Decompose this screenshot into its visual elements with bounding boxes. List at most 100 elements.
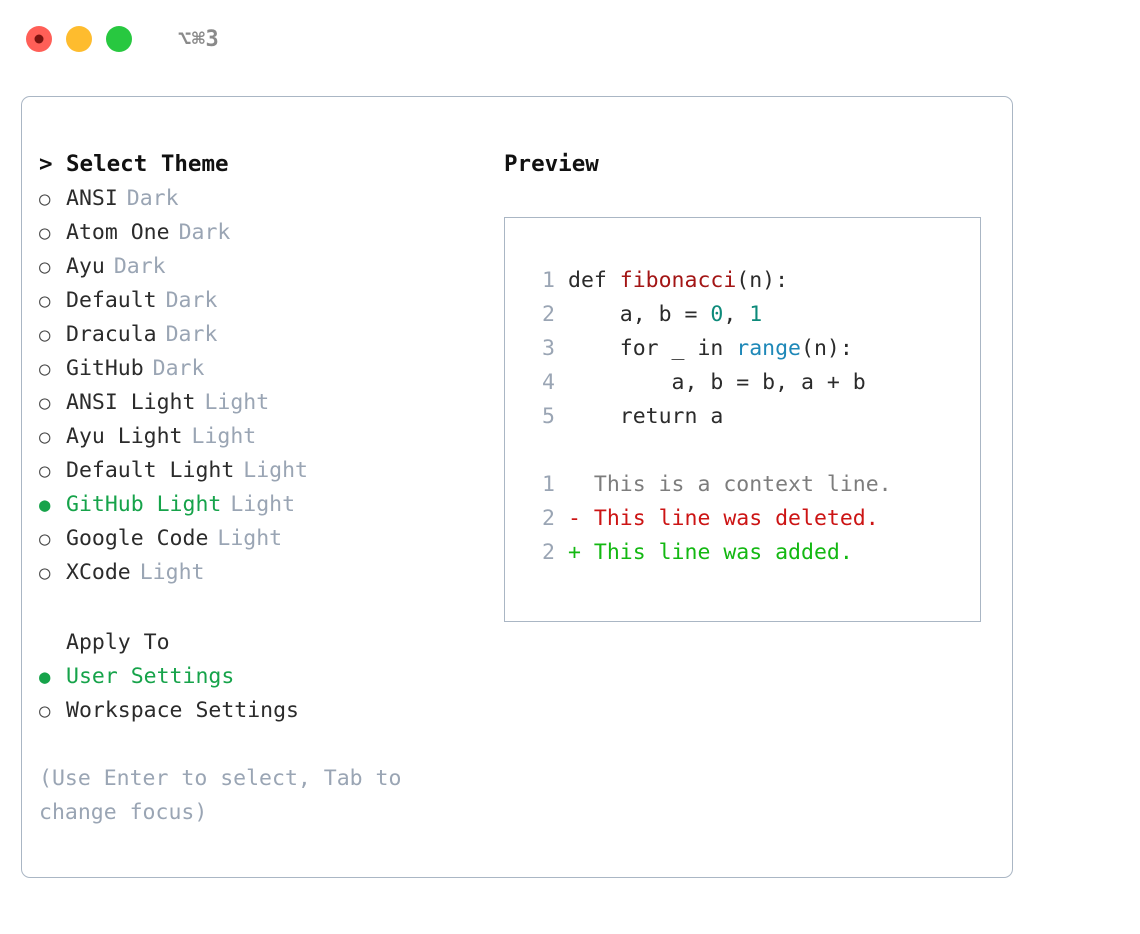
- diff-content: This line was added.: [580, 540, 853, 565]
- line-number: 4: [542, 370, 555, 395]
- code-token: def: [568, 268, 620, 293]
- apply-to-option[interactable]: ○ Workspace Settings: [39, 694, 484, 728]
- theme-list-item[interactable]: ○ XCode Light: [39, 556, 484, 590]
- code-token: 0: [710, 302, 724, 327]
- radio-unselected-icon: ○: [39, 700, 51, 722]
- maximize-button[interactable]: [106, 26, 132, 52]
- diff-content: This is a context line.: [580, 472, 892, 497]
- diff-text: + This line was added.: [568, 536, 853, 570]
- theme-list-item[interactable]: ○ ANSI Dark: [39, 182, 484, 216]
- theme-variant-badge: Dark: [113, 254, 166, 279]
- theme-name: XCode: [66, 560, 131, 585]
- code-text: for _ in range(n):: [568, 332, 853, 366]
- code-token: fibonacci: [619, 268, 737, 293]
- apply-to-options: ● User Settings ○ Workspace Settings: [39, 660, 484, 728]
- radio-unselected-icon: ○: [39, 290, 51, 312]
- diff-line-number: 2: [542, 506, 555, 531]
- prompt-caret-icon: >: [39, 151, 53, 177]
- theme-name: ANSI: [66, 186, 118, 211]
- code-token: a, b =: [568, 302, 711, 327]
- radio-unselected-icon: ○: [39, 528, 51, 550]
- theme-name: GitHub Light: [66, 492, 222, 517]
- theme-variant-badge: Dark: [126, 186, 179, 211]
- window-controls: [26, 26, 132, 52]
- theme-list-item[interactable]: ○ GitHub Dark: [39, 352, 484, 386]
- radio-unselected-icon: ○: [39, 426, 51, 448]
- apply-to-option[interactable]: ● User Settings: [39, 660, 484, 694]
- radio-unselected-icon: ○: [39, 222, 51, 244]
- select-theme-header: > Select Theme: [39, 147, 484, 181]
- keyboard-shortcut-label: ⌥⌘3: [178, 26, 220, 52]
- titlebar: ⌥⌘3: [0, 0, 1140, 78]
- diff-sample: 1 This is a context line.2- This line wa…: [527, 468, 980, 570]
- code-token: 1: [749, 302, 763, 327]
- code-token: for _ in: [568, 336, 737, 361]
- diff-line-number: 1: [542, 472, 555, 497]
- theme-list-item[interactable]: ● GitHub Light Light: [39, 488, 484, 522]
- code-token: ,: [723, 302, 750, 327]
- theme-variant-badge: Light: [191, 424, 257, 449]
- code-token: (n):: [801, 336, 853, 361]
- keyboard-hint: (Use Enter to select, Tab to change focu…: [39, 766, 402, 825]
- diff-line-number: 2: [542, 540, 555, 565]
- spacer-icon: ○: [39, 626, 66, 660]
- theme-variant-badge: Dark: [165, 288, 218, 313]
- theme-name: Ayu: [66, 254, 105, 279]
- theme-name: Dracula: [66, 322, 157, 347]
- theme-variant-badge: Light: [139, 560, 205, 585]
- theme-list-item[interactable]: ○ Default Dark: [39, 284, 484, 318]
- radio-unselected-icon: ○: [39, 562, 51, 584]
- code-line: 4 a, b = b, a + b: [527, 366, 980, 400]
- radio-selected-icon: ●: [39, 494, 51, 516]
- preview-title: Preview: [504, 151, 599, 177]
- diff-sign: -: [568, 506, 581, 531]
- diff-text: This is a context line.: [568, 468, 892, 502]
- diff-sign: [568, 472, 581, 497]
- code-token: (n):: [736, 268, 789, 293]
- theme-variant-badge: Light: [204, 390, 270, 415]
- radio-unselected-icon: ○: [39, 392, 51, 414]
- code-token: return a: [568, 404, 724, 429]
- theme-name: Default: [66, 288, 157, 313]
- apply-to-header: ○ Apply To: [39, 626, 484, 660]
- minimize-button[interactable]: [66, 26, 92, 52]
- theme-variant-badge: Light: [230, 492, 296, 517]
- line-number: 3: [542, 336, 555, 361]
- code-text: a, b = 0, 1: [568, 298, 762, 332]
- apply-to-option-label: Workspace Settings: [66, 698, 299, 723]
- theme-variant-badge: Dark: [178, 220, 231, 245]
- apply-to-option-label: User Settings: [66, 664, 235, 689]
- radio-unselected-icon: ○: [39, 460, 51, 482]
- code-line: 3 for _ in range(n):: [527, 332, 980, 366]
- theme-name: Google Code: [66, 526, 209, 551]
- code-line: 2 a, b = 0, 1: [527, 298, 980, 332]
- close-button[interactable]: [26, 26, 52, 52]
- code-token: a, b = b, a + b: [568, 370, 866, 395]
- diff-line: 2- This line was deleted.: [527, 502, 980, 536]
- select-theme-title: Select Theme: [66, 151, 229, 177]
- theme-variant-badge: Dark: [165, 322, 218, 347]
- line-number: 2: [542, 302, 555, 327]
- diff-content: This line was deleted.: [580, 506, 879, 531]
- code-line: 5 return a: [527, 400, 980, 434]
- radio-selected-icon: ●: [39, 666, 51, 688]
- theme-variant-badge: Dark: [152, 356, 205, 381]
- diff-text: - This line was deleted.: [568, 502, 879, 536]
- line-number: 5: [542, 404, 555, 429]
- theme-name: GitHub: [66, 356, 144, 381]
- radio-unselected-icon: ○: [39, 188, 51, 210]
- radio-unselected-icon: ○: [39, 358, 51, 380]
